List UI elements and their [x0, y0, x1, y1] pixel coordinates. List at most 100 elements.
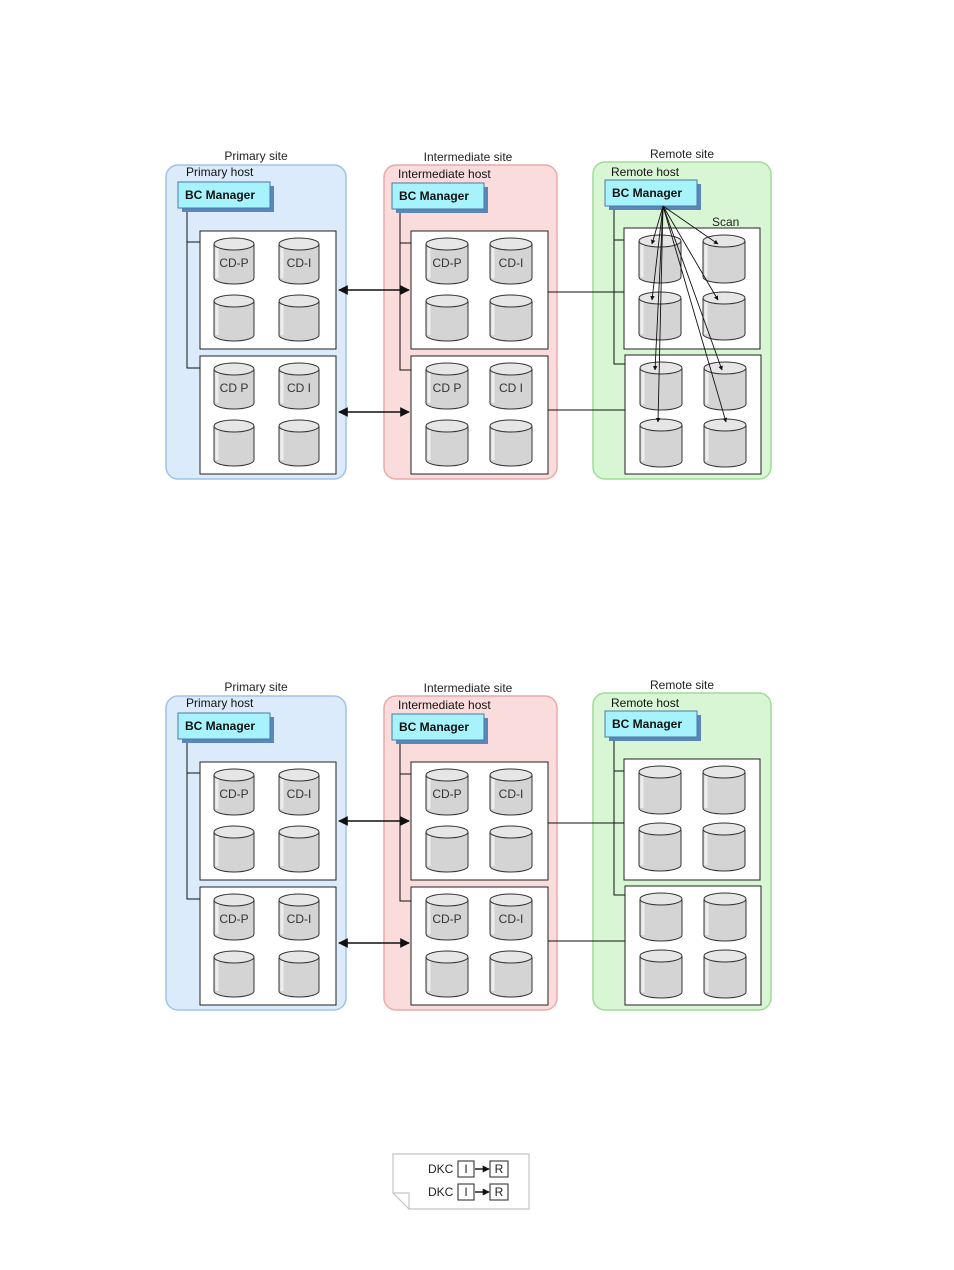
cylinder-body: [278, 369, 320, 410]
volume-label: CD-I: [287, 912, 312, 926]
cylinder-disk-icon: [639, 949, 683, 999]
cylinder-body: [213, 957, 255, 998]
cylinder-top: [425, 825, 469, 839]
cylinder-disk-icon: [489, 950, 533, 998]
cylinder-disk-icon: CD-P: [425, 893, 469, 941]
bc-manager-box[interactable]: BC Manager: [604, 179, 701, 210]
cylinder-top: [425, 950, 469, 964]
cylinder-top: [213, 237, 255, 251]
volume-label: CD-P: [219, 912, 248, 926]
volume-label: CD I: [499, 381, 523, 395]
bc-manager-face: [391, 713, 485, 741]
cylinder-top: [278, 825, 320, 839]
bc-manager-box[interactable]: BC Manager: [177, 181, 274, 212]
scan-arrow: [655, 205, 664, 423]
bc-manager-face: [604, 179, 698, 207]
cylinder-top: [213, 294, 255, 308]
volume-label: CD-I: [499, 787, 524, 801]
cylinder-body: [489, 369, 533, 410]
cylinder-body: [425, 369, 469, 410]
cylinder-top: [639, 361, 683, 375]
cylinder-top: [425, 768, 469, 782]
cylinder-body: [489, 244, 533, 285]
volume-label: CD-P: [219, 787, 248, 801]
cylinder-disk-icon: CD-P: [213, 237, 255, 285]
cylinder-body: [638, 829, 682, 872]
cylinder-body: [425, 244, 469, 285]
cylinder-disk-icon: [213, 825, 255, 873]
cylinder-body: [703, 368, 747, 411]
note-to-box: [489, 1183, 509, 1201]
scan-arrow: [650, 205, 664, 301]
cylinder-body: [278, 832, 320, 873]
cylinder-body: [278, 426, 320, 467]
cylinder-body: [489, 301, 533, 342]
cylinder-top: [425, 294, 469, 308]
cylinder-disk-icon: [278, 294, 320, 342]
cylinder-body: [213, 369, 255, 410]
scan-arrow: [662, 205, 719, 245]
cylinder-body: [213, 301, 255, 342]
intermediate-site-label: Intermediate site: [424, 150, 513, 164]
cylinder-disk-icon: [703, 418, 747, 468]
intermediate-host-label: Intermediate host: [398, 698, 491, 712]
cylinder-top: [278, 419, 320, 433]
cylinder-body: [278, 900, 320, 941]
cylinder-body: [489, 426, 533, 467]
cylinder-body: [213, 426, 255, 467]
remote-host-connector: [613, 741, 625, 896]
cylinder-top: [638, 291, 682, 305]
note-to-box: [489, 1160, 509, 1178]
intermediate-host-label: Intermediate host: [398, 167, 491, 181]
cylinder-disk-icon: CD-I: [278, 893, 320, 941]
note-prefix: DKC: [428, 1185, 454, 1199]
primary-site-label: Primary site: [224, 680, 288, 694]
cylinder-body: [278, 301, 320, 342]
cylinder-top: [702, 765, 746, 779]
cylinder-top: [489, 950, 533, 964]
bc-manager-box[interactable]: BC Manager: [177, 712, 274, 743]
bc-manager-box[interactable]: BC Manager: [604, 710, 701, 741]
bc-manager-box[interactable]: BC Manager: [391, 182, 488, 213]
cylinder-disk-icon: CD-I: [489, 893, 533, 941]
bc-manager-box[interactable]: BC Manager: [391, 713, 488, 744]
scan-arrow: [650, 205, 664, 245]
bc-manager-face: [391, 182, 485, 210]
cylinder-top: [278, 237, 320, 251]
bc-manager-label: BC Manager: [185, 188, 255, 202]
scan-arrow: [662, 205, 723, 371]
cylinder-disk-icon: CD P: [425, 362, 469, 410]
cylinder-disk-icon: [425, 825, 469, 873]
cylinder-disk-icon: [638, 822, 682, 872]
cylinder-disk-icon: [703, 949, 747, 999]
note-fold: [393, 1192, 410, 1209]
cylinder-top: [489, 825, 533, 839]
cylinder-top: [703, 418, 747, 432]
bc-manager-label: BC Manager: [399, 189, 469, 203]
cylinder-disk-icon: [702, 291, 746, 341]
cylinder-body: [702, 829, 746, 872]
cylinder-body: [213, 775, 255, 816]
cylinder-top: [702, 822, 746, 836]
cylinder-top: [213, 950, 255, 964]
cylinder-disk-icon: [703, 361, 747, 411]
remote-site-label: Remote site: [650, 678, 714, 692]
cylinder-disk-icon: [702, 234, 746, 284]
cylinder-body: [213, 832, 255, 873]
storage-group: CD-P CD-I: [199, 886, 337, 1006]
cylinder-top: [639, 949, 683, 963]
cylinder-top: [278, 294, 320, 308]
cylinder-top: [278, 362, 320, 376]
cylinder-disk-icon: [639, 361, 683, 411]
storage-group: [624, 354, 762, 475]
cylinder-top: [278, 768, 320, 782]
primary-host-label: Primary host: [186, 165, 254, 179]
cylinder-disk-icon: CD-P: [425, 237, 469, 285]
cylinder-body: [702, 241, 746, 284]
cylinder-top: [213, 825, 255, 839]
